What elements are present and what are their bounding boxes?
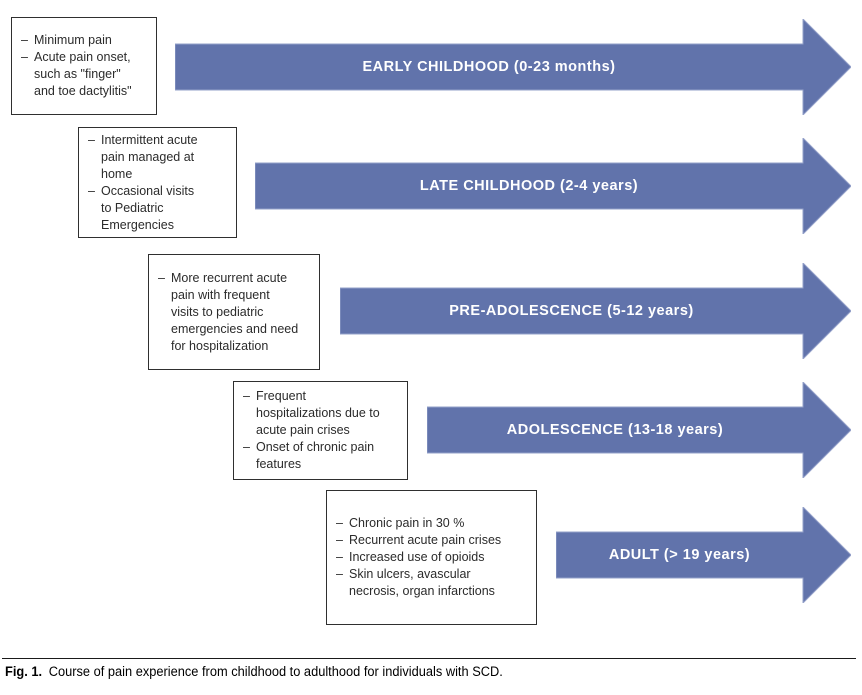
- note-item: – Intermittent acute pain managed at hom…: [88, 132, 233, 183]
- note-box-adult: – Chronic pain in 30 % – Recurrent acute…: [326, 490, 537, 625]
- note-text: More recurrent acute pain with frequent …: [171, 270, 299, 353]
- stage-arrow-label: ADULT (> 19 years): [608, 547, 751, 563]
- caption-divider: [2, 658, 856, 659]
- note-list: – Minimum pain – Acute pain onset, such …: [21, 32, 153, 100]
- stage-arrow-label: LATE CHILDHOOD (2-4 years): [419, 178, 639, 194]
- stage-arrow-late-childhood: LATE CHILDHOOD (2-4 years): [255, 138, 851, 234]
- caption-text: Course of pain experience from childhood…: [48, 664, 503, 679]
- note-list: – Intermittent acute pain managed at hom…: [88, 132, 233, 234]
- bullet-dash: –: [336, 516, 343, 530]
- note-item: – Recurrent acute pain crises: [336, 532, 533, 549]
- bullet-dash: –: [336, 550, 343, 564]
- stage-arrow-pre-adolescence: PRE-ADOLESCENCE (5-12 years): [340, 263, 851, 359]
- note-text: Intermittent acute pain managed at home: [101, 132, 198, 181]
- note-text: Increased use of opioids: [349, 550, 485, 564]
- right-arrow-icon: [427, 382, 851, 478]
- note-text: Occasional visits to Pediatric Emergenci…: [101, 183, 195, 232]
- note-text: Minimum pain: [34, 33, 112, 47]
- note-item: – Acute pain onset, such as "finger" and…: [21, 49, 153, 100]
- bullet-dash: –: [21, 50, 28, 64]
- note-box-late-childhood: – Intermittent acute pain managed at hom…: [78, 127, 237, 238]
- right-arrow-icon: [175, 19, 851, 115]
- stage-arrow-adolescence: ADOLESCENCE (13-18 years): [427, 382, 851, 478]
- note-box-pre-adolescence: – More recurrent acute pain with frequen…: [148, 254, 320, 370]
- stage-arrow-early-childhood: EARLY CHILDHOOD (0-23 months): [175, 19, 851, 115]
- note-box-early-childhood: – Minimum pain – Acute pain onset, such …: [11, 17, 157, 115]
- note-list: – Frequent hospitalizations due to acute…: [243, 388, 404, 473]
- bullet-dash: –: [243, 389, 250, 403]
- bullet-dash: –: [336, 533, 343, 547]
- stage-arrow-label: ADOLESCENCE (13-18 years): [506, 422, 724, 438]
- bullet-dash: –: [21, 33, 28, 47]
- bullet-dash: –: [88, 132, 95, 147]
- bullet-dash: –: [88, 183, 95, 198]
- right-arrow-icon: [255, 138, 851, 234]
- note-item: – Onset of chronic pain features: [243, 439, 404, 473]
- note-item: – Chronic pain in 30 %: [336, 515, 533, 532]
- note-item: – Occasional visits to Pediatric Emergen…: [88, 183, 233, 234]
- note-list: – Chronic pain in 30 % – Recurrent acute…: [336, 515, 533, 600]
- bullet-dash: –: [243, 440, 250, 454]
- note-text: Frequent hospitalizations due to acute p…: [256, 389, 380, 437]
- note-item: – Skin ulcers, avascular necrosis, organ…: [336, 566, 533, 600]
- right-arrow-icon: [340, 263, 851, 359]
- note-item: – Minimum pain: [21, 32, 153, 49]
- note-text: Onset of chronic pain features: [256, 440, 375, 471]
- right-arrow-icon: [556, 507, 851, 603]
- note-text: Skin ulcers, avascular necrosis, organ i…: [349, 567, 495, 598]
- note-text: Chronic pain in 30 %: [349, 516, 465, 530]
- stage-arrow-adult: ADULT (> 19 years): [556, 507, 851, 603]
- note-text: Recurrent acute pain crises: [349, 533, 502, 547]
- note-item: – Increased use of opioids: [336, 549, 533, 566]
- stage-arrow-label: PRE-ADOLESCENCE (5-12 years): [449, 303, 694, 319]
- note-list: – More recurrent acute pain with frequen…: [158, 270, 316, 355]
- note-text: Acute pain onset, such as "finger" and t…: [34, 50, 132, 98]
- note-item: – Frequent hospitalizations due to acute…: [243, 388, 404, 439]
- note-box-adolescence: – Frequent hospitalizations due to acute…: [233, 381, 408, 480]
- figure-caption: Fig. 1. Course of pain experience from ch…: [5, 664, 818, 680]
- bullet-dash: –: [336, 567, 343, 581]
- caption-label: Fig. 1.: [5, 664, 43, 679]
- note-item: – More recurrent acute pain with frequen…: [158, 270, 316, 355]
- stage-arrow-label: EARLY CHILDHOOD (0-23 months): [362, 59, 616, 75]
- bullet-dash: –: [158, 270, 165, 285]
